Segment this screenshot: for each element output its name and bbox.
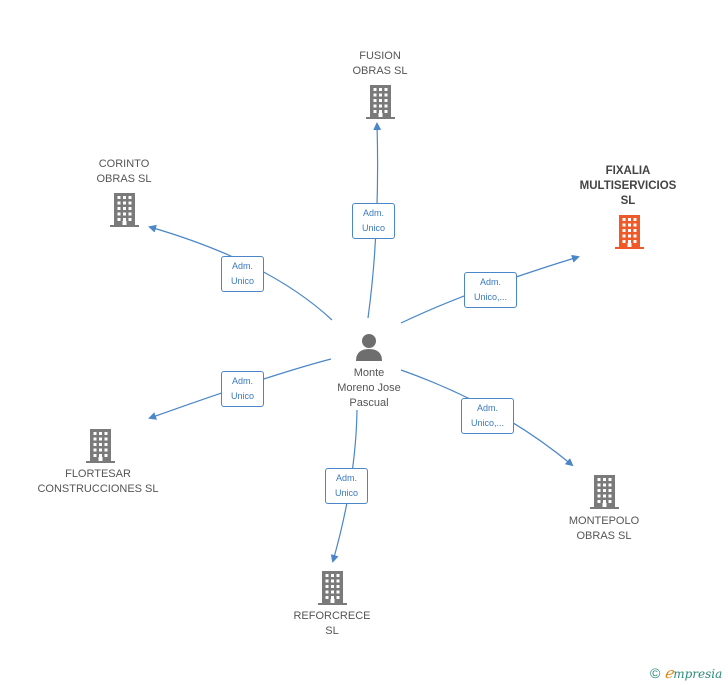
node-label-corinto[interactable]: CORINTO OBRAS SL [96, 158, 152, 185]
building-icon[interactable] [588, 474, 621, 510]
building-icon[interactable] [316, 570, 349, 606]
edge-label-fusion[interactable]: Adm. Unico [352, 203, 395, 239]
building-icon[interactable] [613, 214, 646, 250]
node-label-reforcrece[interactable]: REFORCRECE SL [293, 610, 371, 637]
node-label-flortesar[interactable]: FLORTESAR CONSTRUCCIONES SL [37, 468, 159, 495]
node-label-montepolo[interactable]: MONTEPOLO OBRAS SL [568, 515, 640, 542]
edge-label-fixalia[interactable]: Adm. Unico,... [464, 272, 517, 308]
node-label-fusion[interactable]: FUSION OBRAS SL [352, 50, 408, 77]
edge-label-montepolo[interactable]: Adm. Unico,... [461, 398, 514, 434]
person-icon[interactable] [354, 332, 384, 362]
center-person-name[interactable]: Monte Moreno Jose Pascual [337, 367, 401, 409]
building-icon[interactable] [84, 428, 117, 464]
brand-logo-text: mpresia [673, 667, 723, 681]
edge-label-flortesar[interactable]: Adm. Unico [221, 371, 264, 407]
copyright-icon: © [650, 665, 661, 681]
edge-label-corinto[interactable]: Adm. Unico [221, 256, 264, 292]
brand-footer[interactable]: ©ℯmpresia [650, 664, 722, 682]
building-icon[interactable] [108, 192, 141, 228]
building-icon[interactable] [364, 84, 397, 120]
brand-logo-e: ℯ [664, 664, 674, 682]
node-label-fixalia[interactable]: FIXALIA MULTISERVICIOS SL [579, 165, 677, 207]
edge-label-reforcrece[interactable]: Adm. Unico [325, 468, 368, 504]
